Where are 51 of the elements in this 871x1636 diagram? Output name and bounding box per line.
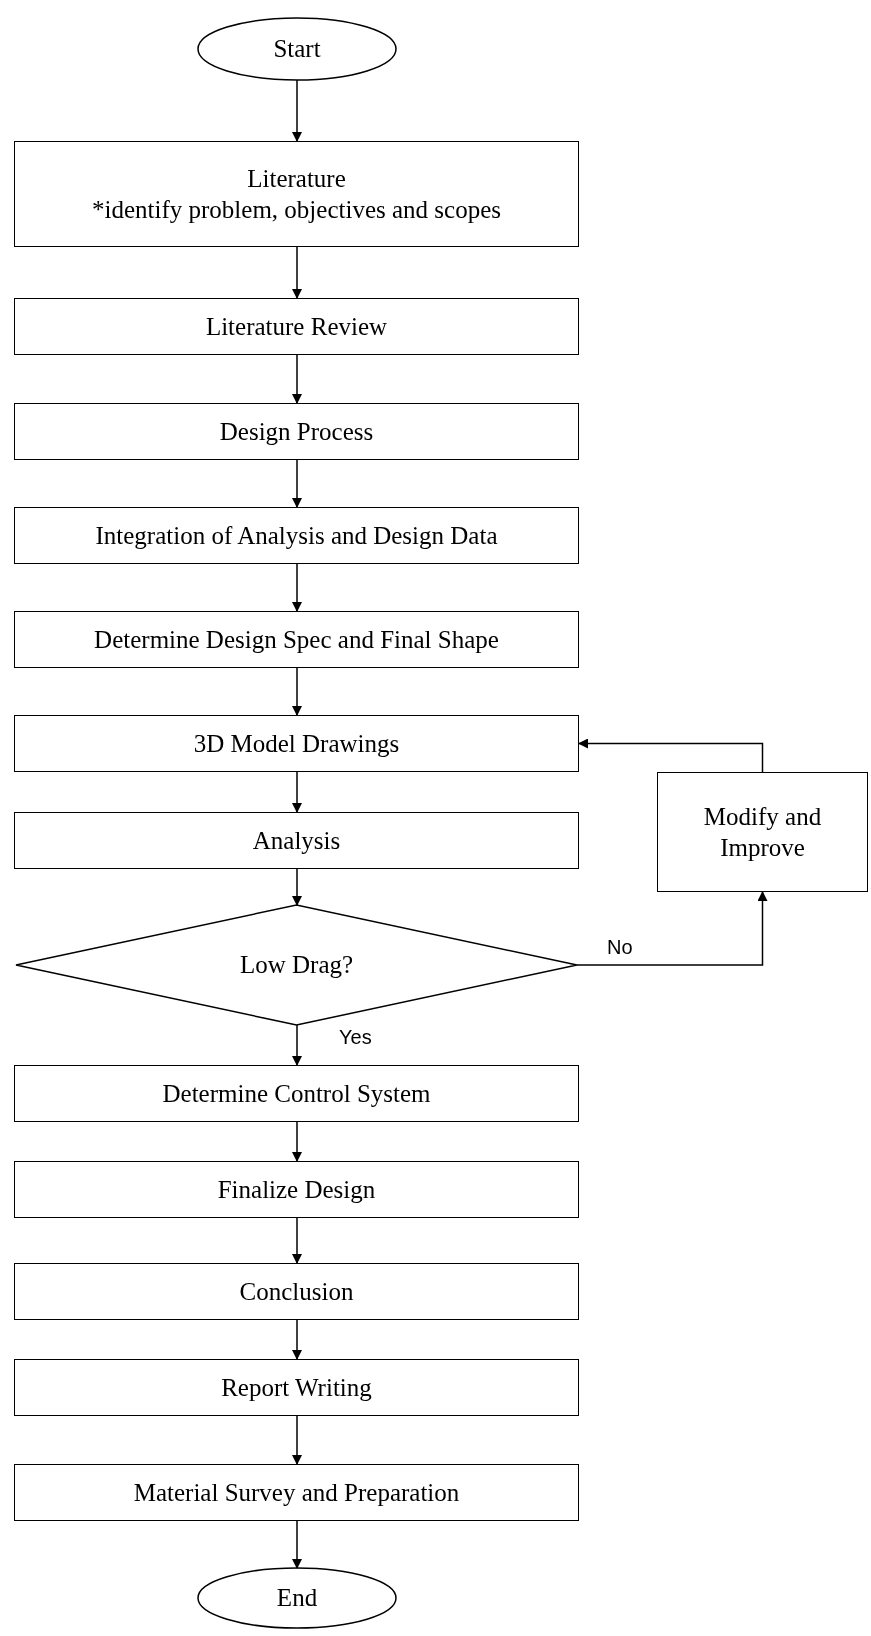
node-text: Material Survey and Preparation	[133, 1477, 460, 1508]
node-text: Determine Control System	[162, 1078, 431, 1109]
terminal-ellipse	[197, 1567, 397, 1629]
decision-diamond	[15, 904, 578, 1026]
arrow	[292, 459, 302, 508]
arrow	[292, 1319, 302, 1360]
process-box	[14, 812, 579, 869]
arrow	[292, 1024, 302, 1066]
edge-label: No	[605, 937, 635, 957]
process-box	[14, 507, 579, 564]
node-text: Report Writing	[221, 1372, 372, 1403]
process-box	[14, 1359, 579, 1416]
node-text: Literature	[247, 163, 346, 194]
process-box	[14, 611, 579, 668]
node-text: Literature Review	[205, 311, 388, 342]
arrow	[578, 738, 764, 773]
arrow	[292, 246, 302, 299]
node-text: End	[276, 1583, 318, 1614]
process-box	[14, 141, 579, 247]
arrow	[292, 1520, 302, 1569]
arrow	[292, 79, 302, 142]
node-text: Design Process	[219, 416, 374, 447]
process-box	[14, 1263, 579, 1320]
node-text: Conclusion	[239, 1276, 354, 1307]
node-text: Start	[273, 34, 321, 65]
arrow	[292, 563, 302, 612]
process-box	[14, 715, 579, 772]
arrow	[292, 1217, 302, 1264]
node-text: Low Drag?	[239, 950, 354, 981]
node-text: Integration of Analysis and Design Data	[95, 520, 498, 551]
arrow	[292, 1121, 302, 1162]
process-box	[14, 298, 579, 355]
process-box	[14, 1065, 579, 1122]
process-box	[14, 403, 579, 460]
arrow	[576, 891, 768, 966]
process-box	[14, 1161, 579, 1218]
node-text: Modify and Improve	[702, 801, 823, 863]
arrow	[292, 354, 302, 404]
node-text: 3D Model Drawings	[193, 728, 400, 759]
edge-label: Yes	[337, 1027, 374, 1047]
arrow	[292, 771, 302, 813]
process-box	[14, 1464, 579, 1521]
node-text: *identify problem, objectives and scopes	[92, 195, 501, 225]
node-text: Determine Design Spec and Final Shape	[94, 624, 499, 655]
node-text: Finalize Design	[217, 1174, 376, 1205]
arrow	[292, 868, 302, 906]
arrow	[292, 1415, 302, 1465]
process-box	[657, 772, 868, 892]
terminal-ellipse	[197, 17, 397, 81]
node-text: Analysis	[252, 825, 341, 856]
arrow	[292, 667, 302, 716]
